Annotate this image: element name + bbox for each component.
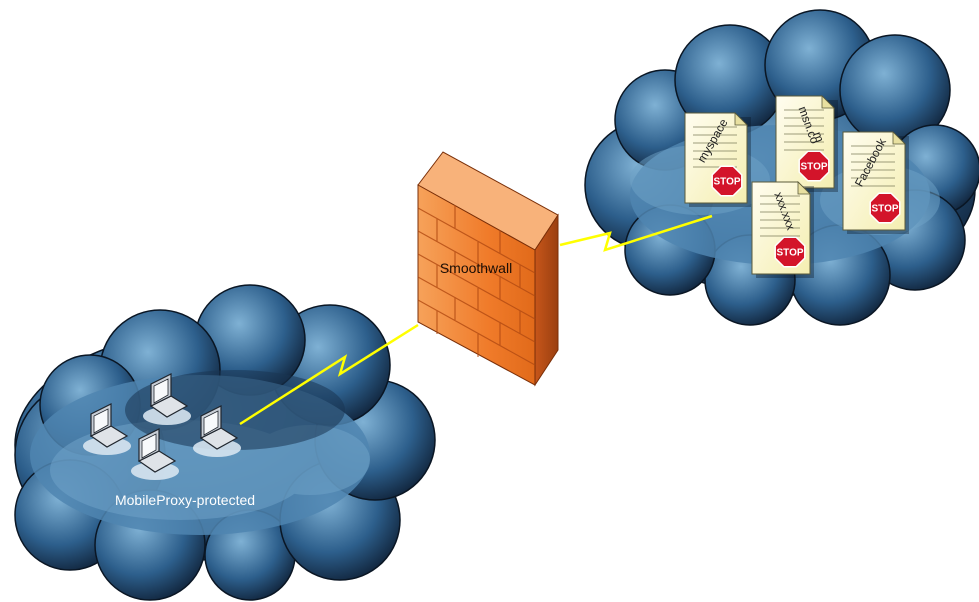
laptop-icon <box>131 428 179 480</box>
firewall-brick-wall <box>417 151 559 387</box>
link-lightning-left <box>239 323 419 426</box>
link-lightning-right <box>559 214 713 252</box>
laptop-icon <box>193 405 241 457</box>
stop-badge-label: STOP <box>871 204 898 215</box>
stop-badge-label: STOP <box>713 177 740 188</box>
stop-sign-icon: STOP <box>869 192 901 224</box>
laptop-icon <box>143 373 191 425</box>
laptop-icons <box>83 373 241 480</box>
firewall-label: Smoothwall <box>440 260 512 276</box>
stop-sign-icon: STOP <box>798 150 830 182</box>
stop-badge-label: STOP <box>776 248 803 259</box>
stop-badge-label: STOP <box>800 162 827 173</box>
internal-network-label: MobileProxy-protected <box>115 492 255 508</box>
internal-network-cloud <box>14 284 436 601</box>
laptop-icon <box>83 403 131 455</box>
site-name-label: m <box>810 130 827 144</box>
stop-sign-icon: STOP <box>774 236 806 268</box>
stop-sign-icon: STOP <box>711 165 743 197</box>
